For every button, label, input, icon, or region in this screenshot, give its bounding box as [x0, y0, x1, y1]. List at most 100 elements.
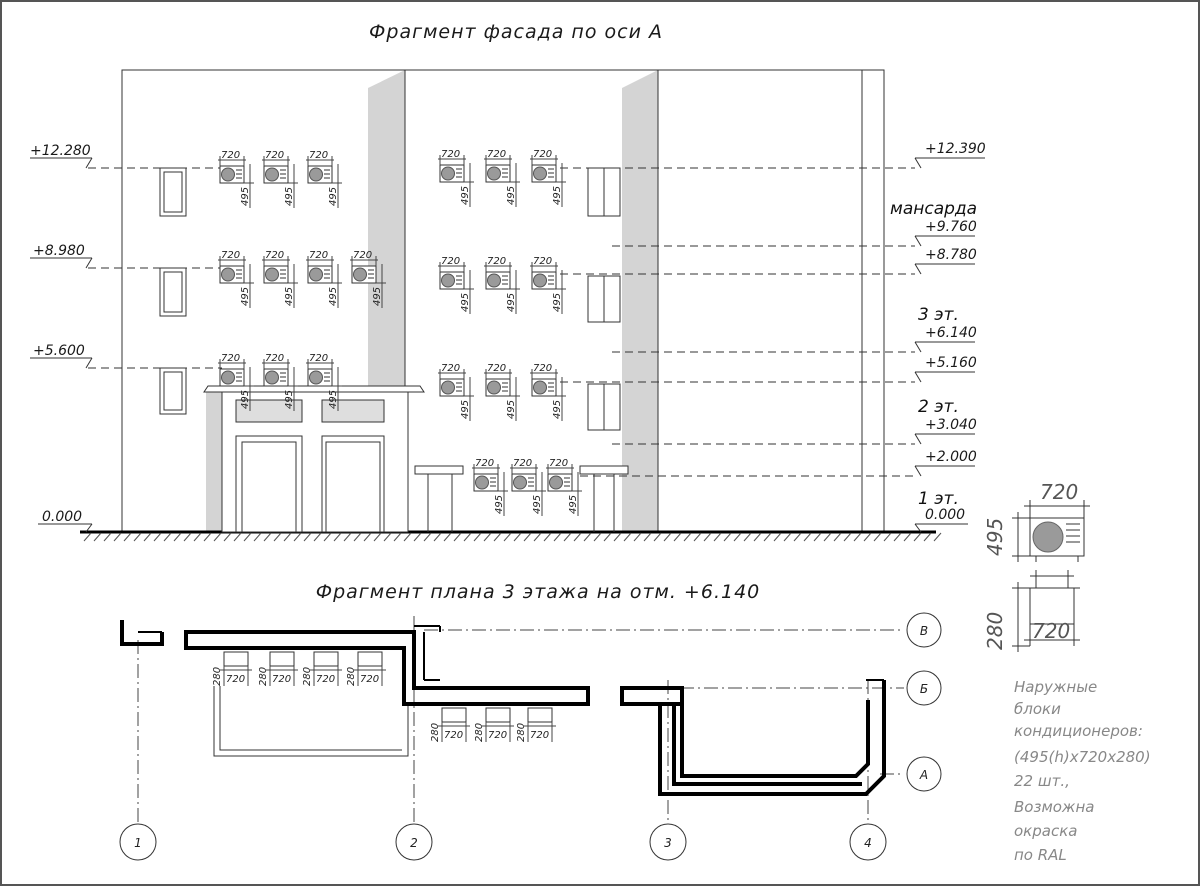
ac-unit: 720 495 — [484, 256, 520, 314]
ac-height-label: 495 — [284, 390, 295, 409]
ac-height-label: 495 — [240, 187, 251, 206]
ac-unit: 720 495 — [484, 363, 520, 421]
ac-height-label: 495 — [494, 495, 505, 514]
floor-label: мансарда — [890, 199, 977, 219]
ac-height-label: 495 — [240, 390, 251, 409]
svg-text:+12.390: +12.390 — [925, 141, 986, 157]
ac-height-label: 495 — [328, 390, 339, 409]
axis-bubble-1: 1 — [119, 823, 157, 861]
plan-depth-label: 280 — [346, 667, 357, 686]
ac-width-label: 720 — [353, 250, 372, 261]
svg-text:0.000: 0.000 — [42, 509, 82, 525]
axis-bubble-4: 4 — [849, 823, 887, 861]
elevation-mark-right: +6.140 — [914, 325, 977, 353]
svg-text:Б: Б — [920, 682, 928, 696]
ac-width-label: 720 — [533, 149, 552, 160]
floor-label: 1 эт. — [918, 489, 959, 509]
entrance-canopy-right — [579, 465, 629, 532]
elevation-mark-right: +8.780 — [914, 247, 977, 275]
plan-width-label: 720 — [360, 674, 379, 685]
svg-text:(495(h)x720x280): (495(h)x720x280) — [1014, 748, 1151, 766]
axis-bubble-A: А — [906, 756, 942, 792]
elevation-mark-right: +5.160 — [914, 355, 977, 383]
ac-height-label: 495 — [552, 186, 563, 205]
svg-text:3: 3 — [664, 836, 672, 850]
ac-height-label: 495 — [506, 293, 517, 312]
facade-title: Фрагмент фасада по оси А — [369, 21, 663, 43]
ac-height-label: 495 — [328, 287, 339, 306]
ac-height-label: 495 — [552, 400, 563, 419]
axis-bubble-V: В — [906, 612, 942, 648]
svg-text:В: В — [920, 624, 928, 638]
ac-height-label: 495 — [506, 186, 517, 205]
ac-unit: 720 495 — [472, 458, 508, 516]
plan-depth-label: 280 — [212, 667, 223, 686]
ac-height-label: 495 — [240, 287, 251, 306]
svg-text:+8.780: +8.780 — [925, 247, 977, 263]
ac-width-label: 720 — [487, 256, 506, 267]
plan-width-label: 720 — [316, 674, 335, 685]
legend-unit-plan — [1029, 587, 1075, 625]
ground-hatch — [83, 532, 942, 542]
entrance-canopy-left — [414, 465, 464, 532]
ac-unit: 720 495 — [262, 353, 298, 411]
svg-text:+5.160: +5.160 — [925, 355, 977, 371]
elevation-mark-left: +8.980 — [30, 243, 93, 269]
plan-depth-label: 280 — [430, 723, 441, 742]
plan-width-label: 720 — [272, 674, 291, 685]
facade-ac-units: 720 495 720 495 720 495 720 495 720 495 720 495 720 4… — [218, 149, 582, 516]
axis-bubble-2: 2 — [395, 823, 433, 861]
svg-text:по RAL: по RAL — [1014, 846, 1067, 864]
elevation-mark-right: +9.760 — [914, 219, 977, 247]
svg-text:+2.000: +2.000 — [925, 449, 977, 465]
entrance-porch — [203, 385, 425, 533]
svg-text:+6.140: +6.140 — [925, 325, 977, 341]
plan-depth-label: 280 — [474, 723, 485, 742]
ac-height-label: 495 — [284, 187, 295, 206]
ac-height-label: 495 — [460, 400, 471, 419]
ac-width-label: 720 — [309, 353, 328, 364]
svg-text:+3.040: +3.040 — [925, 417, 977, 433]
svg-text:0.000: 0.000 — [925, 507, 965, 523]
svg-text:+12.280: +12.280 — [30, 143, 91, 159]
svg-text:+8.980: +8.980 — [33, 243, 85, 259]
legend-height-label: 495 — [983, 518, 1007, 556]
ac-height-label: 495 — [506, 400, 517, 419]
ac-width-label: 720 — [475, 458, 494, 469]
plan-width-label: 720 — [444, 730, 463, 741]
svg-text:блоки: блоки — [1014, 700, 1061, 718]
ac-width-label: 720 — [221, 353, 240, 364]
svg-text:22 шт.,: 22 шт., — [1014, 772, 1070, 790]
ac-unit: 720 495 — [218, 150, 254, 208]
ac-height-label: 495 — [532, 495, 543, 514]
ac-width-label: 720 — [533, 363, 552, 374]
svg-text:+9.760: +9.760 — [925, 219, 977, 235]
ac-width-label: 720 — [487, 363, 506, 374]
ac-width-label: 720 — [221, 150, 240, 161]
elevation-mark-right: 0.000 — [914, 507, 968, 533]
plan-title: Фрагмент плана 3 этажа на отм. +6.140 — [316, 581, 761, 603]
ac-height-label: 495 — [568, 495, 579, 514]
ac-unit: 720 495 — [530, 363, 566, 421]
plan-width-label: 720 — [226, 674, 245, 685]
ac-width-label: 720 — [265, 353, 284, 364]
svg-text:Наружные: Наружные — [1014, 678, 1097, 696]
elevation-mark-left: +12.280 — [30, 143, 93, 169]
facade-elevation: +12.280 +8.980 +5.600 0.000 +12.390 +9.7… — [30, 69, 986, 542]
